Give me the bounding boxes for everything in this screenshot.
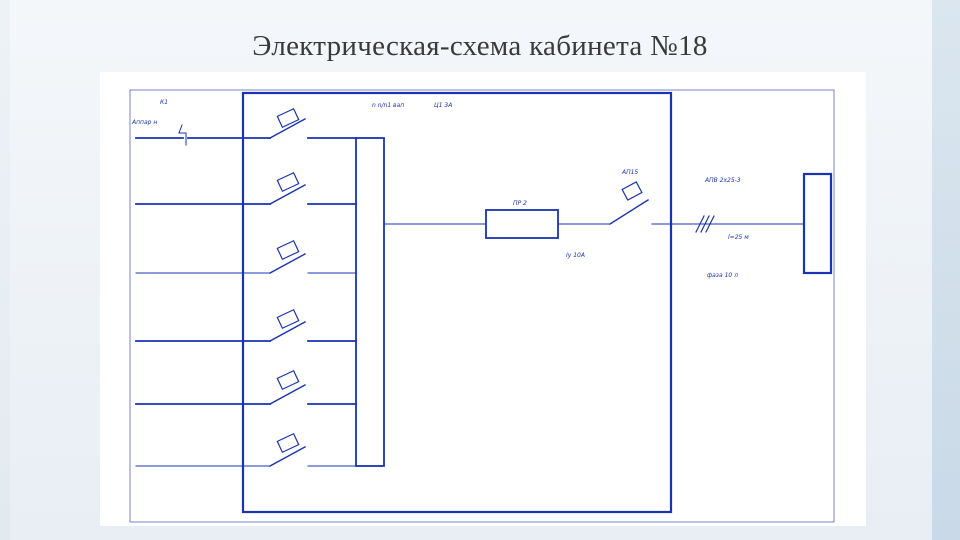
switch-row-6	[135, 432, 357, 467]
cable-ticks	[695, 215, 715, 233]
schematic-sheet: К1 Аппар н n n/n1 вап Ц1 3А ПР 2 АП15 Iу…	[100, 72, 866, 526]
label-cable: АПВ 2х25-3	[704, 177, 741, 184]
label-top-left: n n/n1 вап	[372, 102, 404, 109]
switch-row-5	[135, 369, 357, 405]
switch-row-4	[135, 308, 357, 342]
electrical-schematic: К1 Аппар н n n/n1 вап Ц1 3А ПР 2 АП15 Iу…	[129, 89, 835, 523]
switch-row-1	[135, 107, 357, 146]
label-breaker: АП15	[621, 169, 638, 176]
fuse	[485, 209, 559, 239]
slide-right-edge	[932, 0, 960, 540]
busbar	[355, 137, 385, 467]
panel-enclosure	[241, 91, 673, 514]
label-top-right: Ц1 3А	[434, 102, 452, 109]
switch-row-2	[135, 171, 357, 205]
load-box	[802, 172, 833, 275]
label-k1: К1	[160, 99, 168, 106]
main-breaker	[609, 181, 672, 225]
label-k1-sub: Аппар н	[131, 119, 157, 126]
label-fuse: ПР 2	[513, 200, 527, 207]
slide-title: Электрическая-схема кабинета №18	[252, 30, 708, 62]
slide-left-edge	[0, 0, 10, 540]
drawing-frame	[129, 89, 835, 523]
label-phase: фаза 10 л	[707, 272, 738, 279]
switch-row-3	[135, 239, 357, 274]
label-cable-length: l=25 м	[728, 234, 749, 241]
label-current: Iу 10А	[566, 252, 585, 259]
